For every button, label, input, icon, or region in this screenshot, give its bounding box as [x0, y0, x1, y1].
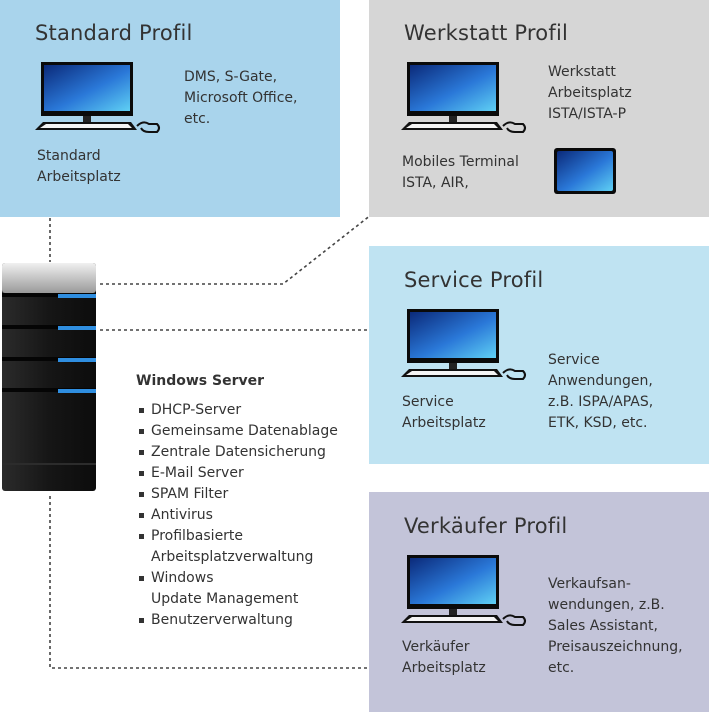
standard-software-text: DMS, S-Gate, Microsoft Office, etc.	[184, 69, 298, 127]
server-tower-icon	[2, 263, 96, 491]
werkstatt-profil-panel: Werkstatt Profil Werkstatt Arbeitsplatz …	[369, 0, 709, 217]
werkstatt-workstation-label: Werkstatt Arbeitsplatz ISTA/ISTA-P	[548, 64, 632, 122]
verkaeufer-workstation-label: Verkäufer Arbeitsplatz	[402, 639, 486, 676]
werkstatt-mobile-label: Mobiles Terminal ISTA, AIR,	[402, 154, 519, 191]
desktop-computer-icon	[401, 555, 526, 626]
list-item: SPAM Filter	[139, 484, 338, 505]
standard-profil-panel: Standard Profil DMS, S-Gate, Microsoft O…	[0, 0, 340, 217]
server-title: Windows Server	[136, 373, 264, 389]
desktop-computer-icon	[401, 62, 526, 133]
service-software-text: Service Anwendungen, z.B. ISPA/APAS, ETK…	[548, 352, 654, 431]
service-profil-title: Service Profil	[404, 268, 544, 292]
service-profil-panel: Service Profil Service Arbeitsplatz Serv…	[369, 246, 709, 464]
verkaeufer-profil-title: Verkäufer Profil	[404, 514, 568, 538]
list-item: Benutzerverwaltung	[139, 610, 338, 631]
list-item: Antivirus	[139, 505, 338, 526]
standard-profil-title: Standard Profil	[35, 21, 193, 45]
server-feature-list: DHCP-Server Gemeinsame Datenablage Zentr…	[139, 400, 338, 631]
desktop-computer-icon	[35, 62, 160, 133]
connector-werkstatt	[100, 199, 391, 285]
list-item: Gemeinsame Datenablage	[139, 421, 338, 442]
standard-workstation-label: Standard Arbeitsplatz	[37, 148, 121, 185]
desktop-computer-icon	[401, 309, 526, 380]
tablet-icon	[554, 148, 616, 194]
list-item: Zentrale Datensicherung	[139, 442, 338, 463]
verkaeufer-software-text: Verkaufsan- wendungen, z.B. Sales Assist…	[548, 576, 683, 676]
connector-verkaeufer	[49, 496, 390, 669]
list-item: DHCP-Server	[139, 400, 338, 421]
verkaeufer-profil-panel: Verkäufer Profil Verkäufer Arbeitsplatz …	[369, 492, 709, 712]
list-item: E-Mail Server	[139, 463, 338, 484]
werkstatt-profil-title: Werkstatt Profil	[404, 21, 569, 45]
service-workstation-label: Service Arbeitsplatz	[402, 394, 486, 431]
